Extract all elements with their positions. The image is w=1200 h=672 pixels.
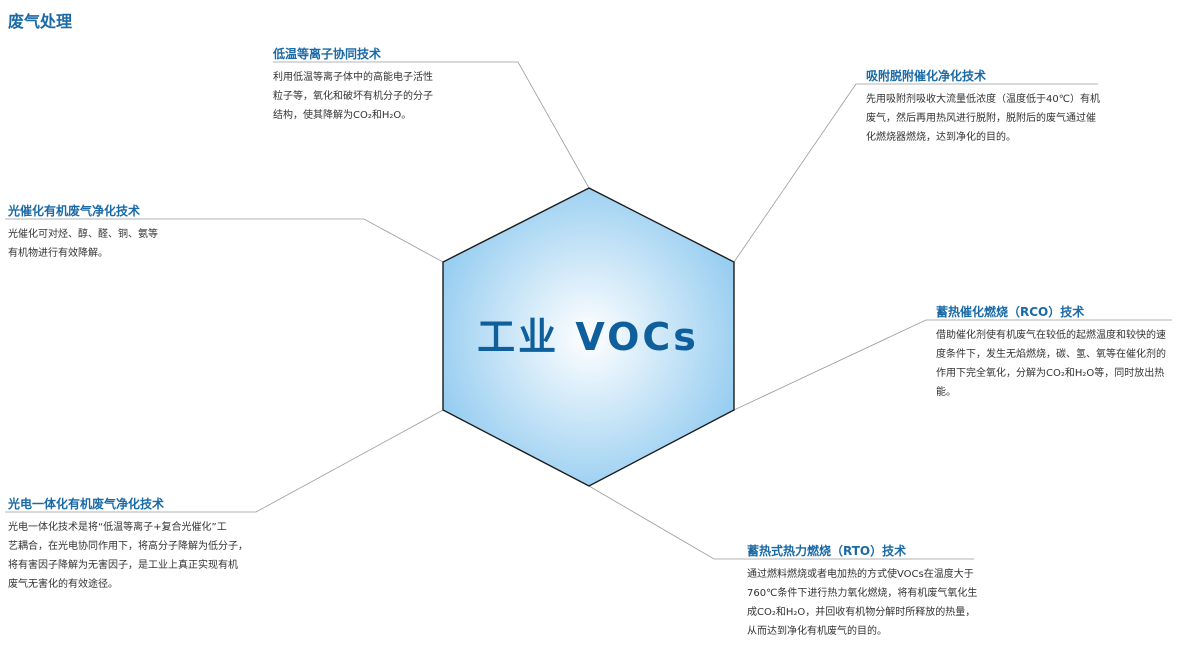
tech-line: 从而达到净化有机废气的目的。 <box>747 626 887 637</box>
tech-block-rco: 蓄热催化燃烧（RCO）技术 借助催化剂使有机废气在较低的起燃温度和较快的速 度条… <box>936 303 1196 402</box>
connector-low-temp-plasma <box>273 61 590 189</box>
tech-line: 能。 <box>936 387 956 398</box>
connector-photoelectric <box>5 409 444 513</box>
connector-rto <box>588 485 974 560</box>
tech-line: 粒子等，氧化和破坏有机分子的分子 <box>273 91 433 102</box>
tech-description: 光催化可对烃、醇、醛、铜、氨等 有机物进行有效降解。 <box>8 225 238 263</box>
tech-line: 有机物进行有效降解。 <box>8 248 108 259</box>
tech-title: 蓄热催化燃烧（RCO）技术 <box>936 305 1085 319</box>
tech-title: 光电一体化有机废气净化技术 <box>8 497 165 511</box>
connector-adsorption-desorption <box>733 83 1098 263</box>
tech-line: 借助催化剂使有机废气在较低的起燃温度和较快的速 <box>936 330 1166 341</box>
tech-title: 蓄热式热力燃烧（RTO）技术 <box>747 544 907 558</box>
tech-line: 利用低温等离子体中的高能电子活性 <box>273 72 433 83</box>
tech-line: 结构，使其降解为CO₂和H₂O。 <box>273 110 412 121</box>
tech-line: 光电一体化技术是将“低温等离子+复合光催化”工 <box>8 522 227 533</box>
tech-description: 利用低温等离子体中的高能电子活性 粒子等，氧化和破坏有机分子的分子 结构，使其降… <box>273 68 523 125</box>
page-title: 废气处理 <box>8 12 73 31</box>
tech-title: 低温等离子协同技术 <box>273 47 382 61</box>
center-hexagon <box>442 187 735 487</box>
tech-block-photoelectric: 光电一体化有机废气净化技术 光电一体化技术是将“低温等离子+复合光催化”工 艺耦… <box>8 495 278 594</box>
center-title: 工业 VOCs <box>477 315 699 359</box>
tech-description: 通过燃料燃烧或者电加热的方式使VOCs在温度大于 760℃条件下进行热力氧化燃烧… <box>747 565 997 641</box>
tech-line: 度条件下，发生无焰燃烧，碳、氢、氧等在催化剂的 <box>936 349 1166 360</box>
tech-description: 先用吸附剂吸收大流量低浓度（温度低于40℃）有机 废气，然后再用热风进行脱附，脱… <box>866 90 1156 147</box>
tech-line: 作用下完全氧化，分解为CO₂和H₂O等，同时放出热 <box>936 368 1165 379</box>
tech-line: 艺耦合，在光电协同作用下，将高分子降解为低分子， <box>8 541 248 552</box>
tech-description: 光电一体化技术是将“低温等离子+复合光催化”工 艺耦合，在光电协同作用下，将高分… <box>8 518 278 594</box>
tech-line: 光催化可对烃、醇、醛、铜、氨等 <box>8 229 158 240</box>
tech-description: 借助催化剂使有机废气在较低的起燃温度和较快的速 度条件下，发生无焰燃烧，碳、氢、… <box>936 326 1196 402</box>
tech-line: 将有害因子降解为无害因子，是工业上真正实现有机 <box>8 560 238 571</box>
connector-photocatalysis <box>5 218 444 263</box>
tech-block-low-temp-plasma: 低温等离子协同技术 利用低温等离子体中的高能电子活性 粒子等，氧化和破坏有机分子… <box>273 45 523 125</box>
connector-rco <box>733 319 1172 411</box>
tech-line: 先用吸附剂吸收大流量低浓度（温度低于40℃）有机 <box>866 94 1100 105</box>
tech-block-photocatalysis: 光催化有机废气净化技术 光催化可对烃、醇、醛、铜、氨等 有机物进行有效降解。 <box>8 202 238 263</box>
tech-line: 通过燃料燃烧或者电加热的方式使VOCs在温度大于 <box>747 569 974 580</box>
tech-line: 化燃烧器燃烧，达到净化的目的。 <box>866 132 1016 143</box>
tech-title: 光催化有机废气净化技术 <box>8 204 141 218</box>
tech-line: 760℃条件下进行热力氧化燃烧，将有机废气氧化生 <box>747 588 978 599</box>
tech-title: 吸附脱附催化净化技术 <box>866 69 987 83</box>
tech-line: 成CO₂和H₂O，并回收有机物分解时所释放的热量， <box>747 607 976 618</box>
tech-line: 废气无害化的有效途径。 <box>8 579 118 590</box>
tech-block-rto: 蓄热式热力燃烧（RTO）技术 通过燃料燃烧或者电加热的方式使VOCs在温度大于 … <box>747 542 997 641</box>
tech-line: 废气，然后再用热风进行脱附，脱附后的废气通过催 <box>866 113 1096 124</box>
tech-block-adsorption-desorption: 吸附脱附催化净化技术 先用吸附剂吸收大流量低浓度（温度低于40℃）有机 废气，然… <box>866 67 1156 147</box>
